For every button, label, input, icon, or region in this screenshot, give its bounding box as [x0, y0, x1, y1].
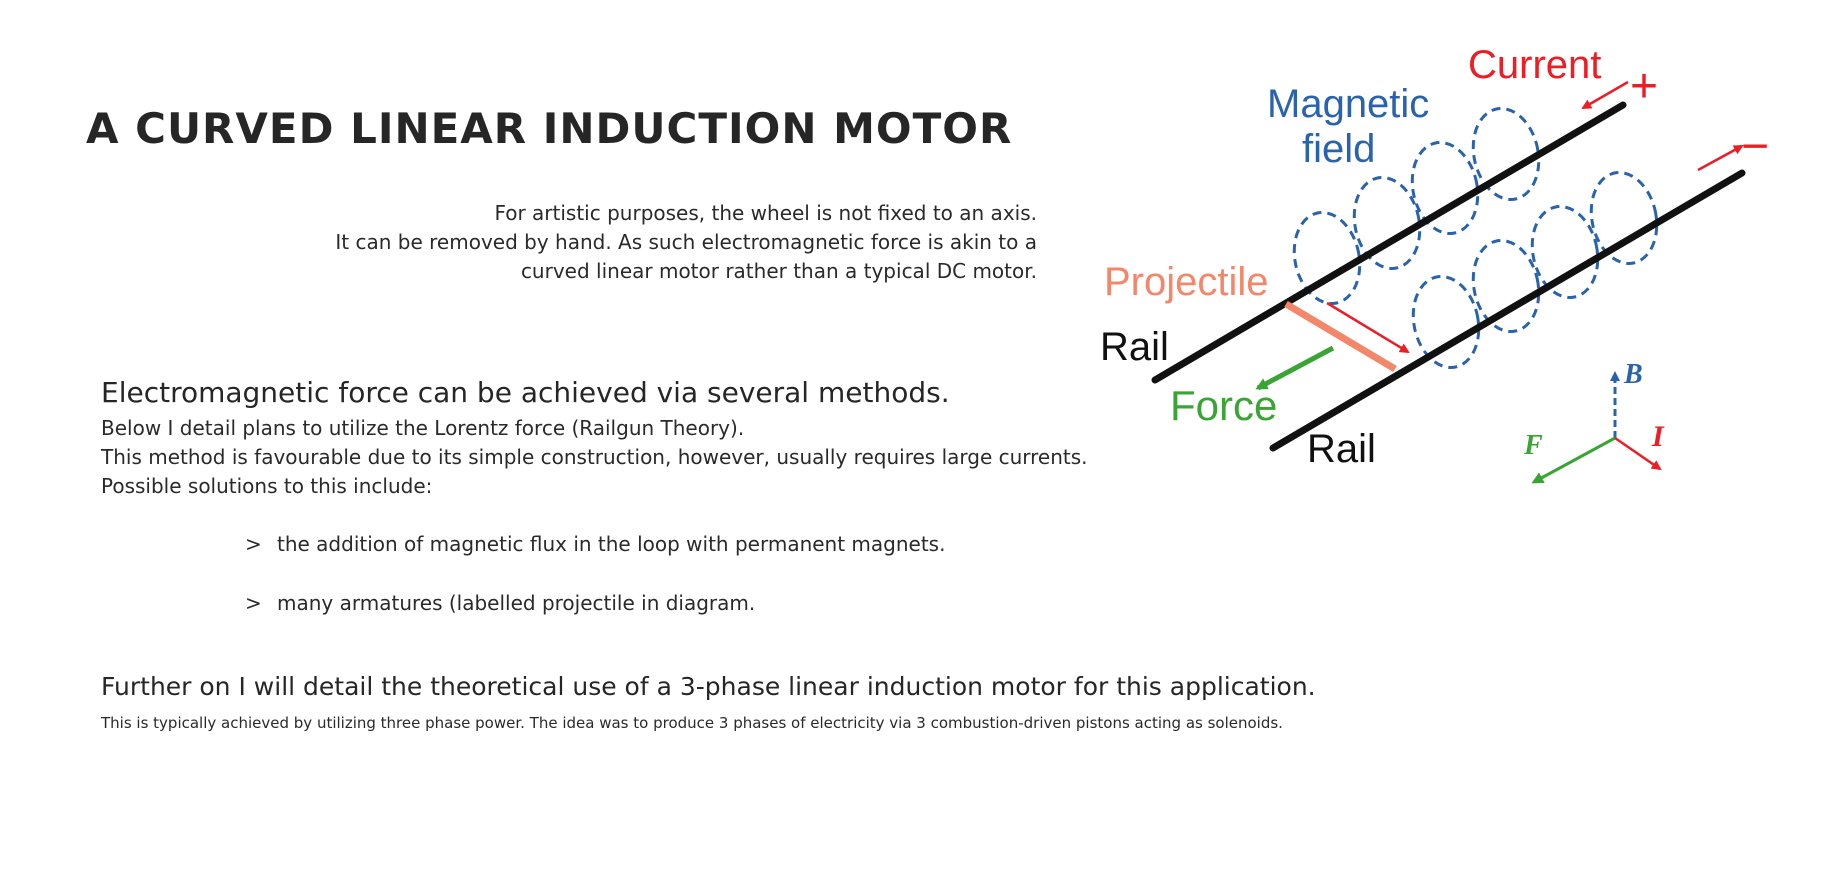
- artistic-note: For artistic purposes, the wheel is not …: [335, 199, 1037, 286]
- force-arrow: [1255, 345, 1335, 391]
- note-line-3: curved linear motor rather than a typica…: [520, 259, 1037, 283]
- label-magnetic-line-2: field: [1302, 127, 1375, 171]
- label-axis-b: B: [1623, 359, 1643, 390]
- bullet-marker: >: [245, 532, 262, 556]
- bullet-text: many armatures (labelled projectile in d…: [277, 591, 756, 615]
- methods-body: Below I detail plans to utilize the Lore…: [101, 414, 1088, 501]
- methods-heading: Electromagnetic force can be achieved vi…: [101, 376, 950, 409]
- methods-line-2: This method is favourable due to its sim…: [101, 445, 1088, 469]
- methods-line-3: Possible solutions to this include:: [101, 474, 433, 498]
- bullet-item-1: > the addition of magnetic flux in the lo…: [245, 532, 945, 556]
- note-line-1: For artistic purposes, the wheel is not …: [494, 201, 1037, 225]
- label-current: Current: [1468, 43, 1601, 87]
- page-title: A CURVED LINEAR INDUCTION MOTOR: [86, 104, 1013, 153]
- rail-bottom: [1269, 169, 1746, 452]
- rail-top: [1151, 101, 1627, 384]
- further-detail: This is typically achieved by utilizing …: [101, 714, 1283, 732]
- label-magnetic-line-1: Magnetic: [1267, 82, 1429, 126]
- railgun-diagram: Current + − Magnetic field Projectile Ra…: [1100, 43, 1769, 484]
- label-minus: −: [1741, 120, 1769, 173]
- label-force: Force: [1170, 382, 1277, 429]
- bullet-marker: >: [245, 591, 262, 615]
- current-arrow-top: [1581, 80, 1629, 110]
- bullet-item-2: > many armatures (labelled projectile in …: [245, 591, 755, 615]
- current-arrow-bottom: [1697, 144, 1744, 172]
- axis-f-arrow: [1531, 436, 1616, 484]
- current-arrow-projectile: [1326, 301, 1410, 354]
- label-rail-top: Rail: [1100, 325, 1169, 369]
- note-line-2: It can be removed by hand. As such elect…: [335, 230, 1037, 254]
- further-heading: Further on I will detail the theoretical…: [101, 672, 1316, 701]
- label-rail-bottom: Rail: [1307, 427, 1376, 471]
- label-projectile: Projectile: [1104, 260, 1269, 304]
- axis-i-arrow: [1614, 436, 1662, 471]
- label-axis-f: F: [1523, 430, 1543, 461]
- label-axis-i: I: [1651, 420, 1665, 453]
- label-plus: +: [1630, 60, 1658, 113]
- methods-line-1: Below I detail plans to utilize the Lore…: [101, 416, 745, 440]
- bullet-text: the addition of magnetic flux in the loo…: [277, 532, 946, 556]
- projectile-bar: [1284, 300, 1397, 373]
- magnetic-field-loops: [1292, 107, 1659, 369]
